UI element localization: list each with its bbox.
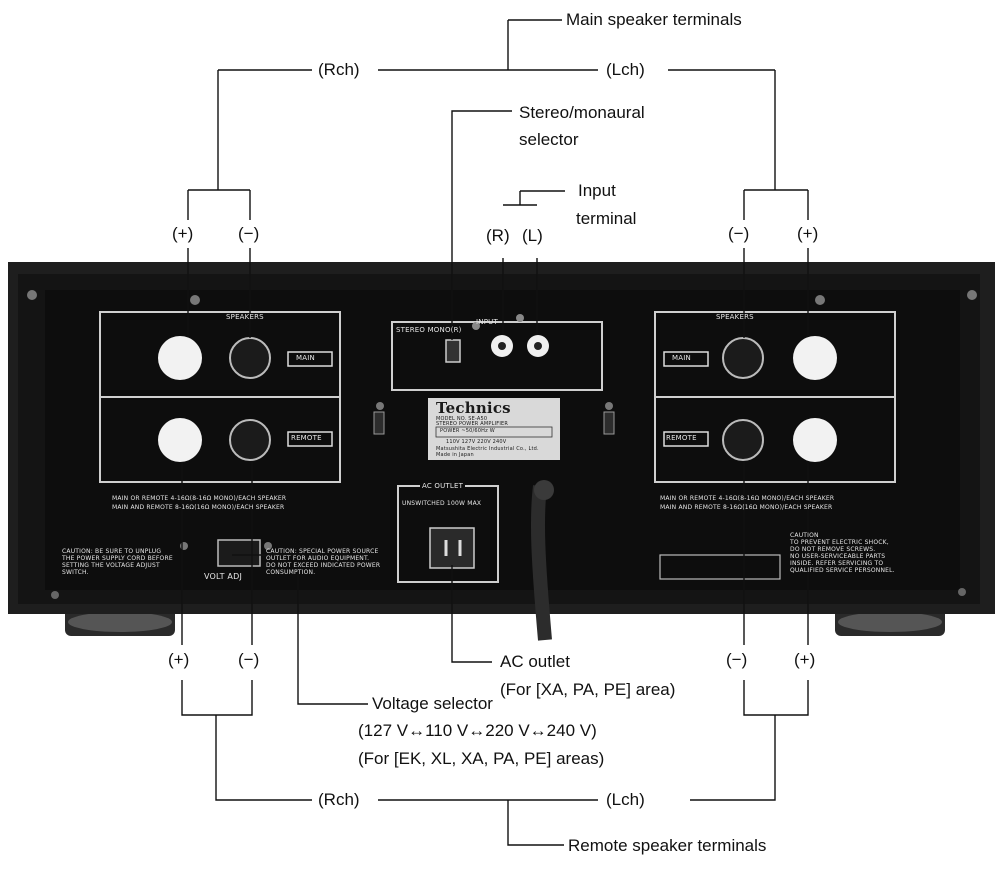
label-stereo-mono-2: selector xyxy=(519,130,579,150)
panel-main-left: MAIN xyxy=(296,354,315,362)
leader-main-l xyxy=(743,70,809,220)
label-input-2: terminal xyxy=(576,209,637,229)
label-maker: Matsushita Electric Industrial Co., Ltd. xyxy=(436,446,539,452)
label-voltages: 110V 127V 220V 240V xyxy=(446,439,507,445)
leader-input xyxy=(503,190,565,206)
panel-ac-outlet-spec: UNSWITCHED 100W MAX xyxy=(402,500,482,507)
screw xyxy=(472,322,480,330)
terminal-main-r-plus[interactable] xyxy=(158,336,202,380)
panel-caution-mid-2: OUTLET FOR AUDIO EQUIPMENT. xyxy=(266,555,370,562)
label-power: POWER ~50/60Hz W xyxy=(440,428,495,434)
label-input-r: (R) xyxy=(486,226,510,246)
label-voltage: Voltage selector xyxy=(372,694,493,714)
panel-caution-right-2: TO PREVENT ELECTRIC SHOCK, xyxy=(790,539,889,546)
leader-voltage xyxy=(232,554,368,705)
panel-input: INPUT xyxy=(476,318,498,326)
panel-right-impedance-1: MAIN OR REMOTE 4-16Ω(8-16Ω MONO)/EACH SP… xyxy=(660,495,835,502)
terminal-main-l-minus[interactable] xyxy=(722,337,764,379)
label-main-l-minus: (−) xyxy=(728,224,750,244)
screw xyxy=(51,591,59,599)
screw xyxy=(27,290,37,300)
power-cord xyxy=(530,485,552,641)
amplifier-rear-panel xyxy=(8,262,995,641)
label-main-r-plus: (+) xyxy=(172,224,194,244)
panel-ac-outlet-title: AC OUTLET xyxy=(420,482,466,491)
label-rch-bottom: (Rch) xyxy=(318,790,360,810)
label-remote-l-minus: (−) xyxy=(726,650,748,670)
panel-caution-right-6: QUALIFIED SERVICE PERSONNEL. xyxy=(790,567,895,574)
terminal-main-r-minus[interactable] xyxy=(229,337,271,379)
label-lch-top: (Lch) xyxy=(606,60,645,80)
panel-caution-mid-4: CONSUMPTION. xyxy=(266,569,316,576)
leader-remote-r xyxy=(181,680,312,801)
label-ac-outlet: AC outlet xyxy=(500,652,570,672)
terminal-remote-r-plus[interactable] xyxy=(158,418,202,462)
panel-caution-right-3: DO NOT REMOVE SCREWS. xyxy=(790,546,876,553)
label-remote-l-plus: (+) xyxy=(794,650,816,670)
label-lch-bottom: (Lch) xyxy=(606,790,645,810)
screw xyxy=(967,290,977,300)
voltage-selector-switch[interactable] xyxy=(217,539,261,567)
panel-caution-right-4: NO USER-SERVICEABLE PARTS xyxy=(790,553,886,560)
panel-remote-left: REMOTE xyxy=(291,434,322,442)
label-main-l-plus: (+) xyxy=(797,224,819,244)
screw xyxy=(958,588,966,596)
panel-stereo-mono: STEREO MONO(R) xyxy=(396,326,462,334)
leader-ac-outlet xyxy=(451,565,492,663)
panel-main-right: MAIN xyxy=(672,354,691,362)
panel-caution-left-1: CAUTION: BE SURE TO UNPLUG xyxy=(62,548,162,555)
screw xyxy=(190,295,200,305)
screw xyxy=(815,295,825,305)
label-rch-top: (Rch) xyxy=(318,60,360,80)
screw xyxy=(516,314,524,322)
label-voltage-2: (127 V↔110 V↔220 V↔240 V) xyxy=(358,721,597,741)
panel-caution-right-1: CAUTION xyxy=(790,532,819,539)
terminal-main-l-plus[interactable] xyxy=(793,336,837,380)
label-brand: Technics xyxy=(436,399,511,417)
panel-caution-left-2: THE POWER SUPPLY CORD BEFORE xyxy=(62,555,173,562)
leader-remote-l xyxy=(690,680,809,801)
label-voltage-3: (For [EK, XL, XA, PA, PE] areas) xyxy=(358,749,605,769)
panel-caution-mid-3: DO NOT EXCEED INDICATED POWER xyxy=(266,562,381,569)
panel-left-impedance-2: MAIN AND REMOTE 8-16Ω(16Ω MONO)/EACH SPE… xyxy=(112,504,285,511)
label-remote-r-minus: (−) xyxy=(238,650,260,670)
panel-caution-left-4: SWITCH. xyxy=(62,569,89,576)
input-plate xyxy=(391,321,603,391)
bracket-remote-bottom xyxy=(378,799,598,846)
leader-main-speakers xyxy=(507,19,562,70)
panel-caution-left-3: SETTING THE VOLTAGE ADJUST xyxy=(62,562,160,569)
panel-speakers-right: SPEAKERS xyxy=(716,313,754,321)
label-input: Input xyxy=(578,181,616,201)
leader-stereo-mono xyxy=(451,110,512,340)
panel-caution-right-5: INSIDE. REFER SERVICING TO xyxy=(790,560,884,567)
terminal-remote-l-minus[interactable] xyxy=(722,419,764,461)
label-model: MODEL NO. SE-A50 xyxy=(436,416,488,422)
panel-volt-adj: VOLT ADJ xyxy=(204,572,243,581)
label-made-in: Made in Japan xyxy=(436,452,474,458)
panel-speakers-left: SPEAKERS xyxy=(226,313,264,321)
rating-label xyxy=(428,398,560,460)
leader-main-r xyxy=(187,70,251,220)
terminal-remote-l-plus[interactable] xyxy=(793,418,837,462)
label-remote-speaker-terminals: Remote speaker terminals xyxy=(568,836,767,856)
label-stereo-mono: Stereo/monaural xyxy=(519,103,645,123)
stereo-mono-switch[interactable] xyxy=(445,339,461,363)
ac-outlet-socket[interactable] xyxy=(429,527,475,569)
terminal-remote-r-minus[interactable] xyxy=(229,419,271,461)
panel-left-impedance-1: MAIN OR REMOTE 4-16Ω(8-16Ω MONO)/EACH SP… xyxy=(112,495,287,502)
callout-lines xyxy=(181,19,809,846)
label-main-speaker-terminals: Main speaker terminals xyxy=(566,10,742,30)
label-input-l: (L) xyxy=(522,226,543,246)
label-product: STEREO POWER AMPLIFIER xyxy=(436,421,509,427)
panel-remote-right: REMOTE xyxy=(666,434,697,442)
panel-right-impedance-2: MAIN AND REMOTE 8-16Ω(16Ω MONO)/EACH SPE… xyxy=(660,504,833,511)
label-main-r-minus: (−) xyxy=(238,224,260,244)
label-ac-outlet-2: (For [XA, PA, PE] area) xyxy=(500,680,676,700)
panel-caution-mid-1: CAUTION: SPECIAL POWER SOURCE xyxy=(266,548,379,555)
label-remote-r-plus: (+) xyxy=(168,650,190,670)
